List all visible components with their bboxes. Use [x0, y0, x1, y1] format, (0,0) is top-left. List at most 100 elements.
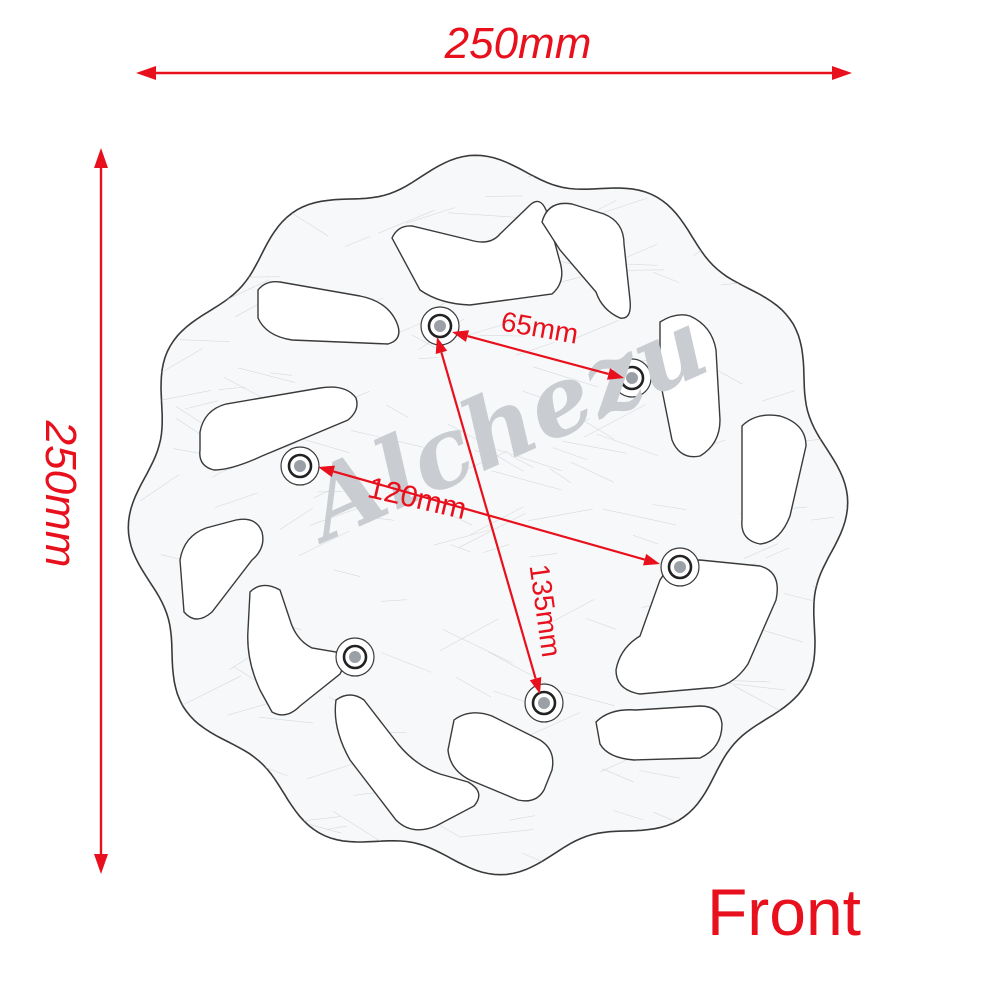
disc-cutouts: [179, 200, 807, 831]
scratch-line: [719, 826, 782, 850]
disc-cutout: [179, 518, 264, 620]
double-headed-arrow-icon: [94, 854, 108, 874]
scratch-line: [583, 404, 646, 438]
scratch-line: [804, 155, 844, 162]
scratch-line: [760, 823, 798, 846]
width-dimension: 250mm: [136, 19, 852, 80]
scratch-line: [522, 391, 551, 401]
scratch-line: [763, 630, 804, 643]
scratch-line: [326, 825, 347, 830]
scratch-line: [333, 569, 361, 577]
scratch-line: [157, 267, 218, 284]
scratch-line: [157, 390, 212, 402]
scratch-line: [450, 514, 473, 526]
scratch-line: [139, 474, 180, 502]
disc-cutout: [659, 314, 721, 458]
scratch-line: [496, 449, 562, 471]
scratch-line: [570, 461, 614, 483]
scratch-line: [825, 163, 848, 169]
disc-cutout: [741, 414, 807, 545]
scratch-line: [562, 440, 627, 454]
scratch-line: [179, 339, 230, 342]
scratch-line: [433, 529, 492, 546]
scratch-line: [344, 236, 371, 247]
scratch-line: [455, 676, 492, 698]
height-dimension: 250mm: [36, 148, 108, 874]
scratch-line: [474, 450, 495, 457]
hole-spacing-c-arrow: [435, 337, 542, 694]
scratch-line: [597, 157, 618, 166]
scratch-line: [653, 811, 675, 822]
scratch-line: [532, 366, 599, 388]
scratch-line: [313, 487, 336, 499]
scratch-line: [805, 683, 831, 690]
scratch-line: [299, 816, 341, 822]
double-headed-arrow-icon: [94, 148, 108, 168]
scratch-line: [448, 212, 527, 219]
scratch-line: [600, 757, 631, 773]
hole-spacing-a-arrow: [452, 330, 624, 380]
scratch-line: [442, 629, 513, 664]
scratch-line: [529, 553, 557, 558]
scratch-line: [509, 454, 535, 468]
scratch-line: [369, 517, 395, 521]
bolt-hole-icon: [612, 358, 652, 398]
scratch-line: [603, 508, 677, 526]
scratch-line: [822, 269, 846, 285]
scratch-line: [465, 316, 530, 337]
height-label: 250mm: [36, 420, 85, 568]
scratch-line: [491, 470, 562, 491]
scratch-line: [652, 504, 687, 510]
scratch-line: [816, 694, 848, 720]
scratch-line: [193, 764, 216, 778]
scratch-line: [298, 530, 350, 557]
scratch-line: [509, 815, 535, 821]
scratch-line: [823, 830, 848, 849]
bolt-holes: [280, 306, 700, 723]
disc-cutout: [615, 559, 778, 695]
scratch-line: [761, 390, 796, 402]
scratch-line: [694, 165, 741, 178]
scratch-line: [788, 762, 848, 774]
scratch-line: [243, 276, 281, 278]
scratch-line: [214, 492, 258, 508]
double-headed-arrow-icon: [435, 337, 448, 354]
scratch-line: [652, 271, 680, 283]
scratch-line: [479, 335, 524, 337]
scratch-line: [596, 433, 659, 456]
scratch-line: [233, 168, 293, 197]
scratch-line: [279, 508, 313, 530]
scratch-line: [633, 164, 661, 171]
scratch-line: [406, 207, 455, 224]
brake-disc-icon: [127, 154, 849, 876]
scratch-line: [238, 367, 295, 383]
scratch-line: [440, 618, 499, 651]
scratch-line: [345, 847, 364, 860]
scratch-line: [460, 829, 534, 838]
scratch-line: [142, 827, 198, 846]
scratch-line: [381, 652, 432, 673]
scratch-line: [258, 716, 314, 724]
double-headed-arrow-icon: [136, 66, 156, 80]
double-headed-arrow-icon: [452, 330, 469, 342]
scratch-line: [743, 543, 779, 559]
width-label: 250mm: [444, 19, 592, 68]
scratch-line: [549, 468, 572, 484]
scratch-line: [765, 547, 790, 559]
disc-cutout: [447, 712, 554, 802]
double-headed-arrow-icon: [832, 66, 852, 80]
scratch-line: [450, 544, 471, 552]
scratch-line: [386, 404, 408, 418]
scratch-line: [447, 423, 495, 449]
scratch-line: [381, 599, 408, 602]
double-headed-arrow-icon: [529, 677, 542, 694]
scratch-line: [608, 161, 641, 167]
disc-cutout: [541, 202, 631, 319]
scratch-line: [585, 618, 616, 630]
scratch-line: [724, 682, 786, 691]
scratch-line: [189, 272, 215, 277]
disc-cutout: [257, 280, 400, 345]
scratch-line: [581, 419, 615, 440]
scratch-line: [309, 506, 362, 526]
